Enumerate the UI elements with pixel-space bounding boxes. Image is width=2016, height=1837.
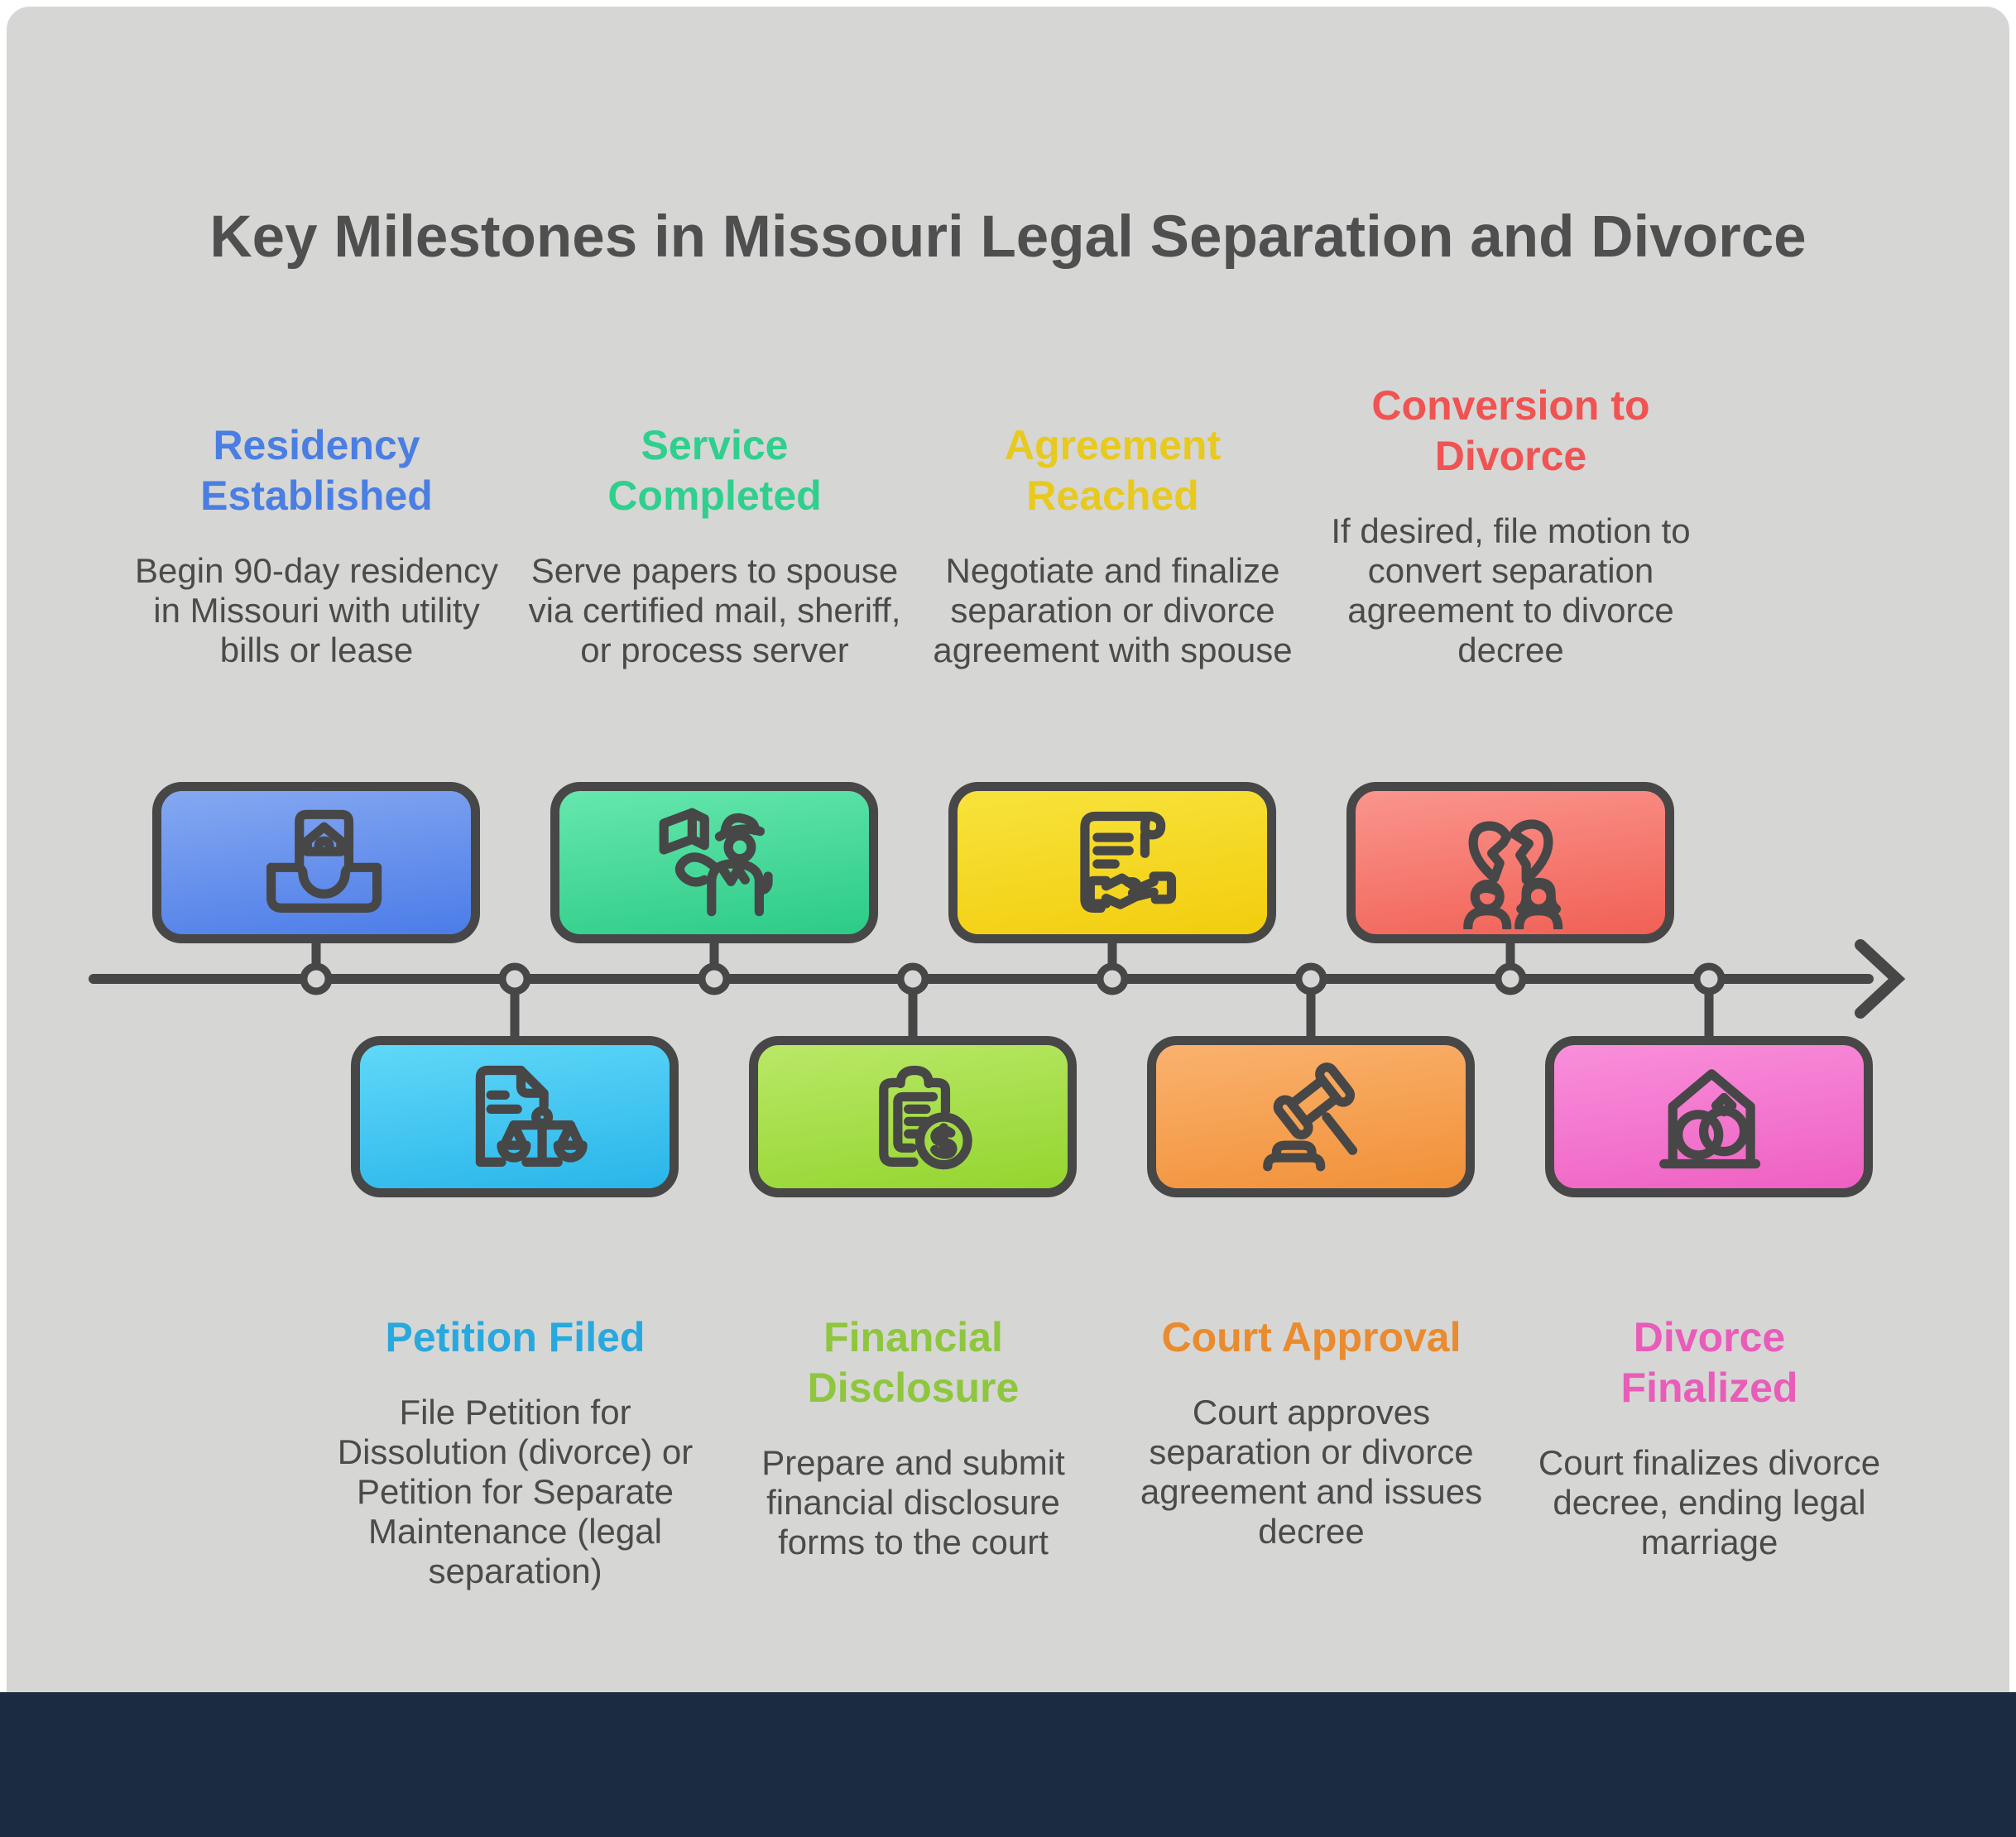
milestone-service-completed: Service Completed Serve papers to spouse… xyxy=(516,323,914,670)
milestone-description: File Petition for Dissolution (divorce) … xyxy=(337,1393,694,1590)
milestone-conversion-to-divorce: Conversion to Divorce If desired, file m… xyxy=(1312,323,1710,670)
milestone-heading: Court Approval xyxy=(1161,1314,1462,1360)
process-server-icon xyxy=(659,808,773,916)
page-title: Key Milestones in Missouri Legal Separat… xyxy=(209,204,1807,270)
icon-box-court xyxy=(1147,1036,1475,1197)
timeline-arrowhead-icon xyxy=(1855,939,1906,1019)
milestone-heading: Service Completed xyxy=(607,422,822,519)
milestone-divorce-finalized: Divorce Finalized Court finalizes divorc… xyxy=(1510,1312,1908,1562)
gavel-icon xyxy=(1263,1062,1358,1171)
timeline-node xyxy=(1494,962,1527,995)
icon-box-agreement xyxy=(948,782,1276,943)
broken-heart-couple-icon xyxy=(1463,818,1563,929)
milestone-description: If desired, file motion to convert separ… xyxy=(1331,511,1691,669)
timeline-node xyxy=(698,962,731,995)
icon-box-divorce-finalized xyxy=(1545,1036,1873,1197)
milestone-court-approval: Court Approval Court approves separation… xyxy=(1112,1312,1510,1552)
timeline-node xyxy=(498,962,531,995)
icon-box-residency xyxy=(152,782,480,943)
timeline-node xyxy=(1294,962,1327,995)
milestone-description: Court approves separation or divorce agr… xyxy=(1140,1393,1483,1551)
milestone-heading: Petition Filed xyxy=(385,1314,646,1360)
contract-handshake-icon xyxy=(1080,811,1177,913)
milestone-heading: Residency Established xyxy=(200,422,433,519)
milestone-description: Begin 90-day residency in Missouri with … xyxy=(135,551,498,669)
icon-box-conversion xyxy=(1346,782,1674,943)
icon-box-service xyxy=(550,782,878,943)
milestone-heading: Financial Disclosure xyxy=(807,1314,1020,1411)
clipboard-dollar-icon xyxy=(879,1065,972,1169)
milestone-description: Court finalizes divorce decree, ending l… xyxy=(1538,1443,1881,1561)
footer-bar xyxy=(0,1692,2016,1837)
milestone-description: Prepare and submit financial disclosure … xyxy=(761,1443,1065,1561)
timeline-node xyxy=(1692,962,1726,995)
timeline-node xyxy=(1096,962,1129,995)
icon-box-financial xyxy=(749,1036,1077,1197)
timeline-node xyxy=(896,962,929,995)
milestone-description: Negotiate and finalize separation or div… xyxy=(933,551,1293,669)
milestone-heading: Conversion to Divorce xyxy=(1371,382,1650,479)
timeline-node xyxy=(300,962,333,995)
milestone-heading: Agreement Reached xyxy=(1004,422,1222,519)
document-scales-icon xyxy=(475,1065,588,1167)
milestone-financial-disclosure: Financial Disclosure Prepare and submit … xyxy=(714,1312,1112,1562)
milestone-description: Serve papers to spouse via certified mai… xyxy=(528,551,901,669)
house-rings-icon xyxy=(1659,1068,1761,1168)
house-document-inbox-icon xyxy=(266,809,382,913)
milestone-petition-filed: Petition Filed File Petition for Dissolu… xyxy=(316,1312,714,1591)
milestone-agreement-reached: Agreement Reached Negotiate and finalize… xyxy=(914,323,1312,670)
milestone-heading: Divorce Finalized xyxy=(1620,1314,1798,1411)
milestone-residency-established: Residency Established Begin 90-day resid… xyxy=(118,323,516,670)
icon-box-petition xyxy=(351,1036,679,1197)
